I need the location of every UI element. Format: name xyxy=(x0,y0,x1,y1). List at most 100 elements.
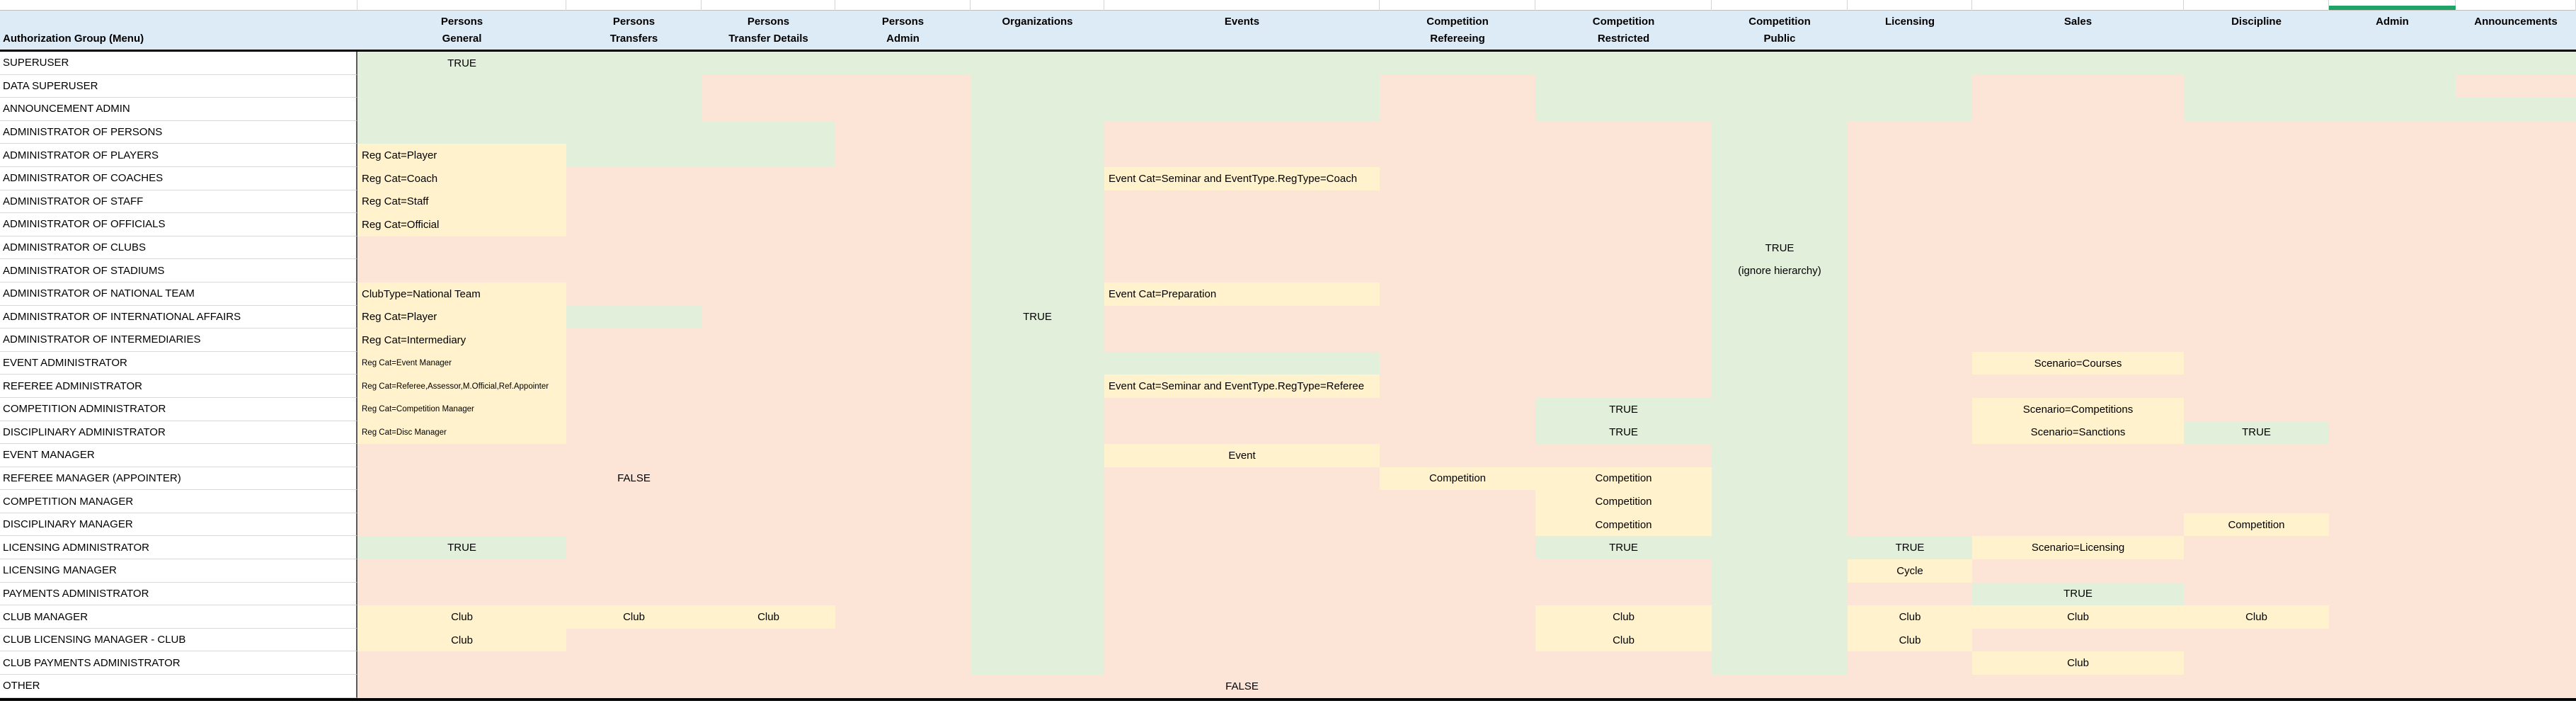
row-label[interactable]: ADMINISTRATOR OF PERSONS xyxy=(0,120,357,144)
grid-cell[interactable] xyxy=(1380,536,1535,560)
grid-cell[interactable] xyxy=(566,513,702,537)
grid-cell[interactable] xyxy=(835,397,971,421)
grid-cell[interactable] xyxy=(2456,675,2576,698)
grid-cell[interactable] xyxy=(2184,74,2329,98)
grid-cell[interactable] xyxy=(1848,282,1972,306)
grid-cell[interactable] xyxy=(566,259,702,282)
grid-cell[interactable]: Reg Cat=Coach xyxy=(357,166,566,190)
grid-cell[interactable] xyxy=(2456,490,2576,513)
grid-cell[interactable] xyxy=(1380,305,1535,329)
grid-cell[interactable] xyxy=(1104,305,1380,329)
grid-cell[interactable] xyxy=(2329,490,2456,513)
grid-cell[interactable] xyxy=(1972,444,2184,467)
grid-cell[interactable] xyxy=(2456,444,2576,467)
row-label[interactable]: ADMINISTRATOR OF STAFF xyxy=(0,190,357,214)
row-label[interactable]: DISCIPLINARY ADMINISTRATOR xyxy=(0,421,357,445)
grid-cell[interactable] xyxy=(1848,397,1972,421)
grid-cell[interactable] xyxy=(835,144,971,167)
grid-cell[interactable]: Event Cat=Seminar and EventType.RegType=… xyxy=(1104,375,1380,398)
row-label[interactable]: SUPERUSER xyxy=(0,52,357,75)
grid-cell[interactable] xyxy=(1535,98,1712,121)
grid-cell[interactable] xyxy=(1380,166,1535,190)
row-label[interactable]: LICENSING MANAGER xyxy=(0,559,357,583)
grid-cell[interactable] xyxy=(1972,236,2184,260)
row-label[interactable]: REFEREE ADMINISTRATOR xyxy=(0,375,357,398)
grid-cell[interactable]: Club xyxy=(357,628,566,652)
grid-cell[interactable] xyxy=(1535,582,1712,606)
grid-cell[interactable] xyxy=(1535,74,1712,98)
column-header[interactable]: Events xyxy=(1224,16,1260,28)
grid-cell[interactable] xyxy=(702,351,835,375)
row-label[interactable]: ADMINISTRATOR OF CLUBS xyxy=(0,236,357,260)
grid-cell[interactable] xyxy=(1848,236,1972,260)
grid-cell[interactable] xyxy=(2456,513,2576,537)
grid-cell[interactable] xyxy=(2184,582,2329,606)
grid-cell[interactable] xyxy=(1380,397,1535,421)
grid-cell[interactable] xyxy=(1712,282,1848,306)
grid-cell[interactable] xyxy=(1972,675,2184,698)
grid-cell[interactable] xyxy=(357,259,566,282)
grid-cell[interactable] xyxy=(702,628,835,652)
column-header[interactable]: Competition Refereeing xyxy=(1426,16,1489,45)
grid-cell[interactable] xyxy=(2329,351,2456,375)
grid-cell[interactable] xyxy=(566,329,702,352)
grid-cell[interactable] xyxy=(1380,213,1535,236)
grid-cell[interactable] xyxy=(1535,282,1712,306)
grid-cell[interactable] xyxy=(835,536,971,560)
grid-cell[interactable] xyxy=(1848,582,1972,606)
grid-cell[interactable] xyxy=(702,213,835,236)
grid-cell[interactable] xyxy=(835,351,971,375)
grid-cell[interactable]: Club xyxy=(1848,605,1972,629)
grid-cell[interactable] xyxy=(971,582,1104,606)
grid-cell[interactable]: TRUE xyxy=(1535,421,1712,445)
grid-cell[interactable] xyxy=(835,421,971,445)
grid-cell[interactable] xyxy=(971,74,1104,98)
grid-cell[interactable]: Reg Cat=Disc Manager xyxy=(357,421,566,445)
grid-cell[interactable] xyxy=(2329,98,2456,121)
grid-cell[interactable] xyxy=(971,444,1104,467)
grid-cell[interactable] xyxy=(1712,467,1848,491)
grid-cell[interactable] xyxy=(1712,605,1848,629)
grid-cell[interactable] xyxy=(971,490,1104,513)
grid-cell[interactable] xyxy=(1848,329,1972,352)
grid-cell[interactable]: Competition xyxy=(2184,513,2329,537)
grid-cell[interactable]: Club xyxy=(2184,605,2329,629)
grid-cell[interactable] xyxy=(702,52,835,75)
grid-cell[interactable] xyxy=(702,98,835,121)
column-header[interactable]: Sales xyxy=(2063,16,2093,28)
grid-cell[interactable] xyxy=(1848,144,1972,167)
grid-cell[interactable] xyxy=(1848,490,1972,513)
grid-cell[interactable] xyxy=(2184,213,2329,236)
grid-cell[interactable] xyxy=(2184,98,2329,121)
grid-cell[interactable] xyxy=(1104,259,1380,282)
grid-cell[interactable] xyxy=(971,120,1104,144)
grid-cell[interactable] xyxy=(2456,236,2576,260)
grid-cell[interactable] xyxy=(1848,213,1972,236)
grid-cell[interactable] xyxy=(2329,213,2456,236)
grid-cell[interactable] xyxy=(1380,375,1535,398)
grid-cell[interactable] xyxy=(566,305,702,329)
grid-cell[interactable] xyxy=(971,628,1104,652)
grid-cell[interactable] xyxy=(2456,74,2576,98)
grid-cell[interactable] xyxy=(566,351,702,375)
grid-cell[interactable] xyxy=(971,375,1104,398)
grid-cell[interactable] xyxy=(1535,213,1712,236)
grid-cell[interactable] xyxy=(1712,536,1848,560)
grid-cell[interactable] xyxy=(971,351,1104,375)
grid-cell[interactable] xyxy=(835,375,971,398)
grid-cell[interactable] xyxy=(2184,259,2329,282)
grid-cell[interactable] xyxy=(357,490,566,513)
column-header[interactable]: Licensing xyxy=(1884,16,1935,28)
grid-cell[interactable] xyxy=(702,582,835,606)
grid-cell[interactable] xyxy=(835,582,971,606)
row-label[interactable]: EVENT ADMINISTRATOR xyxy=(0,351,357,375)
grid-cell[interactable] xyxy=(835,490,971,513)
grid-cell[interactable] xyxy=(1104,120,1380,144)
corner-header[interactable]: Authorization Group (Menu) Authorization… xyxy=(0,11,357,79)
grid-cell[interactable] xyxy=(971,513,1104,537)
grid-cell[interactable] xyxy=(1972,259,2184,282)
grid-cell[interactable] xyxy=(2329,605,2456,629)
grid-cell[interactable] xyxy=(2456,628,2576,652)
grid-cell[interactable] xyxy=(2184,120,2329,144)
grid-cell[interactable] xyxy=(1380,120,1535,144)
